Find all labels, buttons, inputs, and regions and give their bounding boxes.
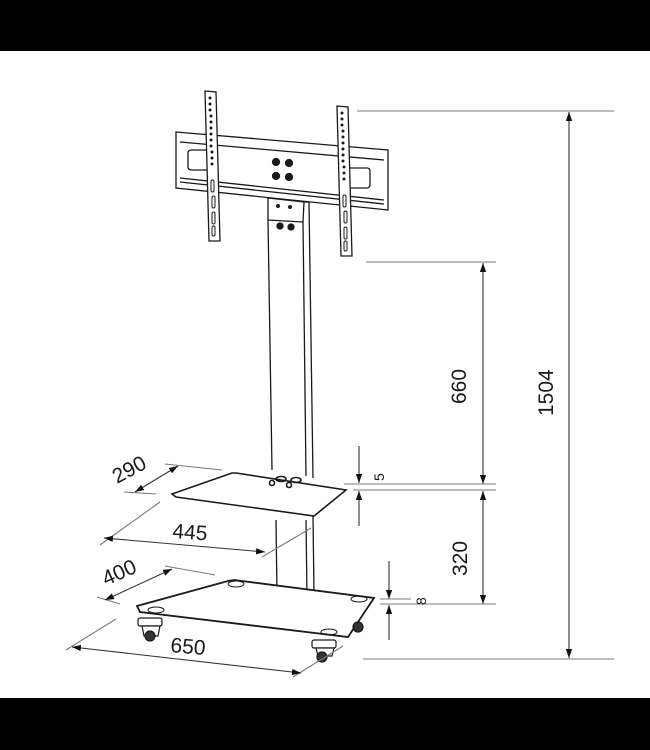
dimension-lines <box>65 110 614 678</box>
glass-base <box>135 579 376 638</box>
letterbox-top <box>0 0 650 51</box>
caster-back-right <box>352 621 364 633</box>
dim-label-shelf-depth: 290 <box>109 452 151 489</box>
letterbox-bottom <box>0 698 650 750</box>
dim-label-base-thickness: 8 <box>413 597 429 605</box>
tv-mount-bracket <box>175 90 389 257</box>
dim-label-total-height: 1504 <box>535 369 558 416</box>
dim-label-shelf-width: 445 <box>172 520 209 545</box>
dim-label-base-width: 650 <box>170 634 207 660</box>
dim-label-base-depth: 400 <box>99 555 140 590</box>
caster-front-left <box>137 617 163 642</box>
glass-shelf <box>170 472 348 517</box>
dim-label-mount-to-shelf: 660 <box>448 369 471 404</box>
support-column <box>267 197 315 598</box>
dim-label-shelf-thickness: 5 <box>371 473 387 481</box>
vesa-holes <box>208 96 346 181</box>
caster-wheels <box>137 617 364 663</box>
caster-front-right <box>311 639 337 663</box>
dim-label-shelf-to-base: 320 <box>449 541 472 576</box>
